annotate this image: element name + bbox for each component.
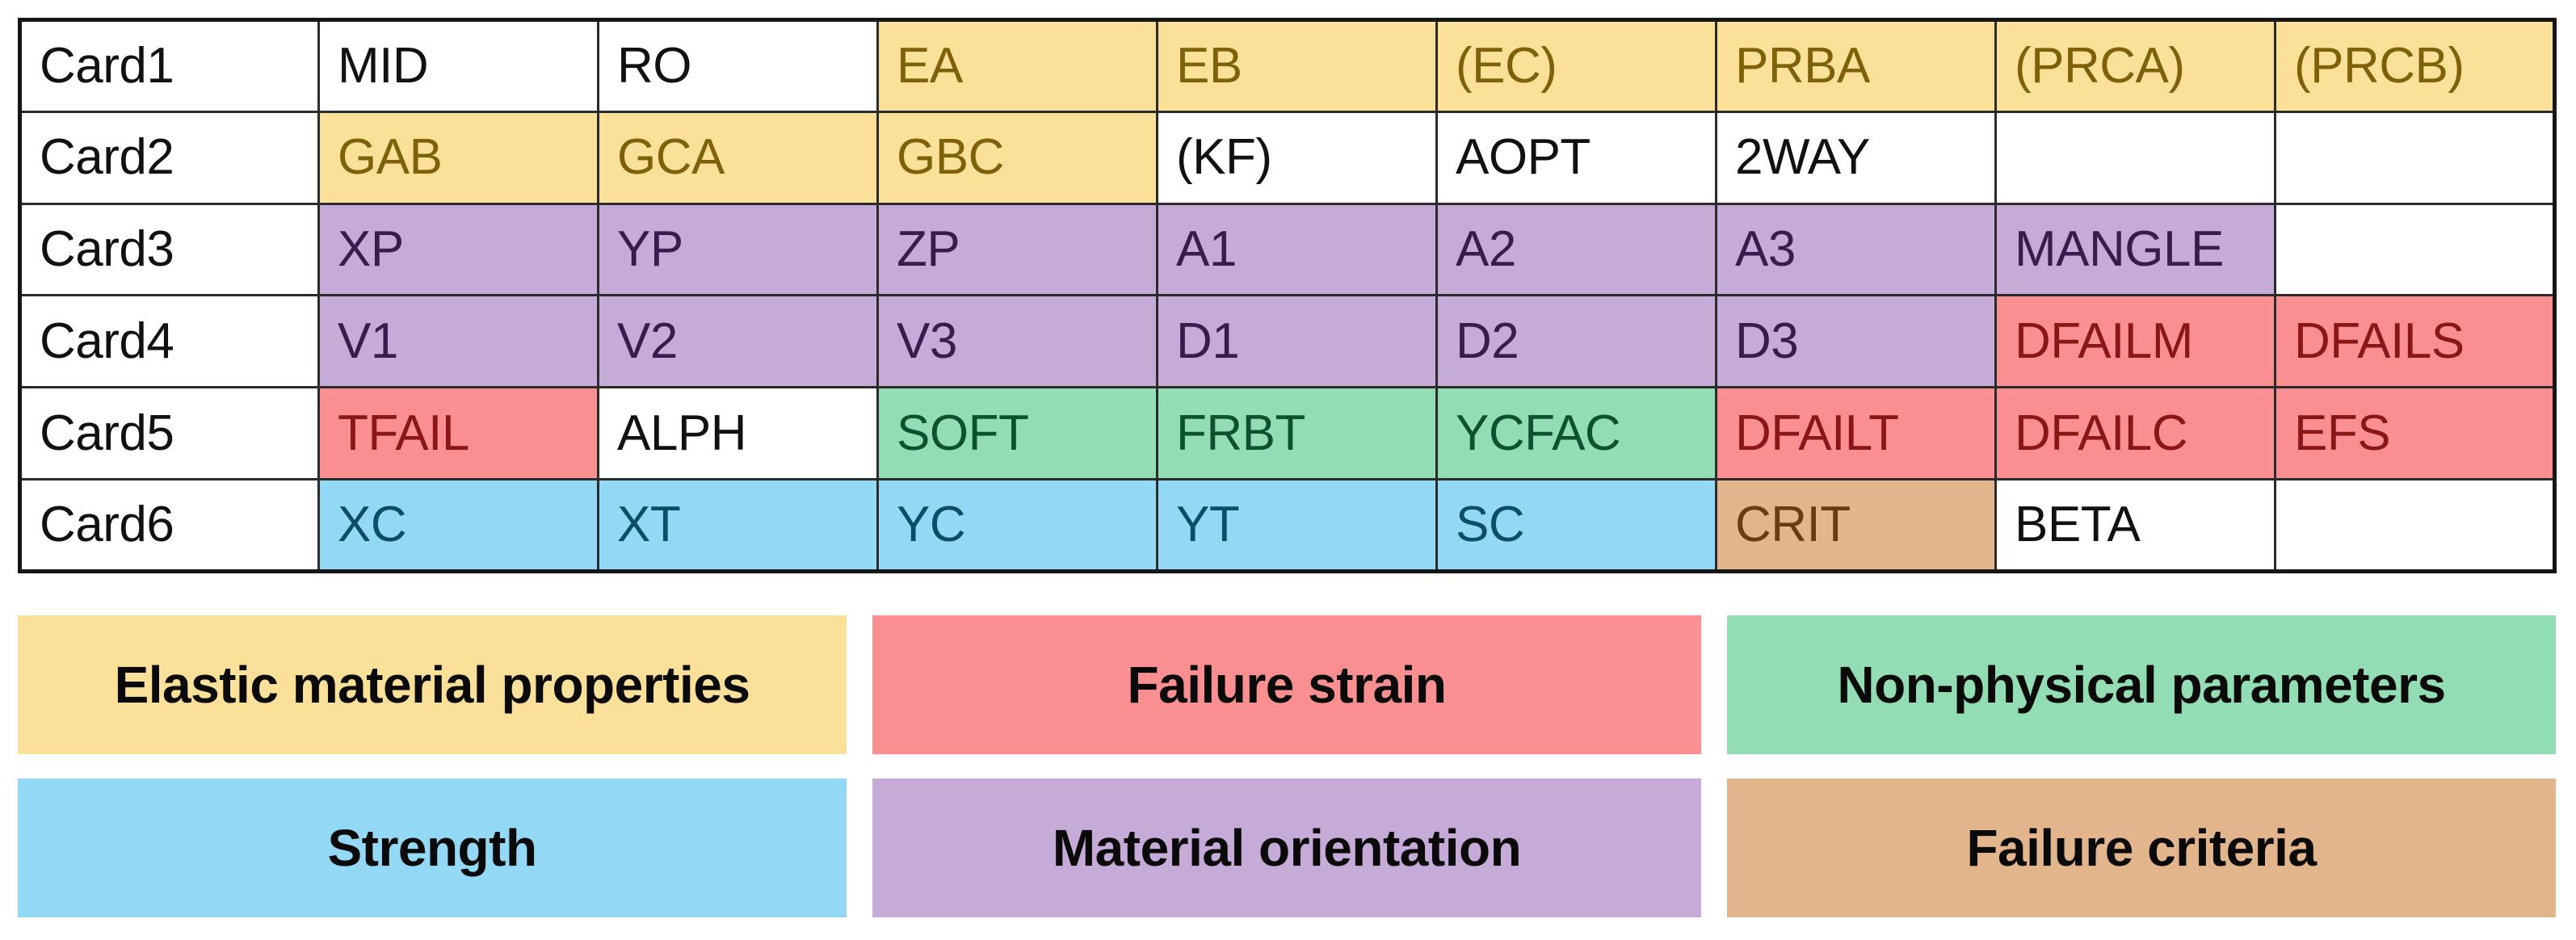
card-row-label: Card6 (19, 478, 320, 573)
legend-item: Material orientation (872, 778, 1701, 917)
param-cell: (PRCB) (2274, 19, 2556, 113)
param-cell: XP (317, 202, 599, 297)
param-cell: XC (317, 478, 599, 573)
param-cell: EB (1156, 19, 1438, 113)
param-cell: YCFAC (1435, 386, 1717, 481)
param-cell: D3 (1715, 294, 1997, 389)
param-cell: DFAILS (2274, 294, 2556, 389)
legend-item-label: Strength (327, 819, 537, 877)
param-cell: MANGLE (1994, 202, 2276, 297)
param-cell: AOPT (1435, 110, 1717, 205)
param-cell: DFAILC (1994, 386, 2276, 481)
color-legend: Elastic material properties Failure strai… (18, 615, 2556, 917)
param-cell: EFS (2274, 386, 2556, 481)
legend-item: Elastic material properties (18, 615, 847, 754)
param-cell-empty (1994, 110, 2276, 205)
legend-item: Failure criteria (1727, 778, 2556, 917)
param-cell: SOFT (876, 386, 1158, 481)
card-row-label: Card2 (19, 110, 320, 205)
param-cell-empty (2274, 202, 2556, 297)
param-cell-empty (2274, 478, 2556, 573)
param-cell: V3 (876, 294, 1158, 389)
legend-item: Non-physical parameters (1727, 615, 2556, 754)
param-cell: GCA (597, 110, 879, 205)
param-cell: GAB (317, 110, 599, 205)
card-row-label: Card5 (19, 386, 320, 481)
param-cell: BETA (1994, 478, 2276, 573)
param-cell: DFAILM (1994, 294, 2276, 389)
legend-item-label: Elastic material properties (114, 656, 750, 714)
card-row-label: Card3 (19, 202, 320, 297)
param-cell: A3 (1715, 202, 1997, 297)
param-cell: D1 (1156, 294, 1438, 389)
param-cell: (EC) (1435, 19, 1717, 113)
param-cell: RO (597, 19, 879, 113)
param-cell: (PRCA) (1994, 19, 2276, 113)
param-cell: SC (1435, 478, 1717, 573)
param-cell: DFAILT (1715, 386, 1997, 481)
card-row-label: Card4 (19, 294, 320, 389)
param-cell: A1 (1156, 202, 1438, 297)
card-row-label: Card1 (19, 19, 320, 113)
param-cell: TFAIL (317, 386, 599, 481)
param-cell: ALPH (597, 386, 879, 481)
legend-item-label: Material orientation (1052, 819, 1522, 877)
param-cell: YT (1156, 478, 1438, 573)
legend-item-label: Failure criteria (1966, 819, 2317, 877)
param-cell: YC (876, 478, 1158, 573)
param-cell: A2 (1435, 202, 1717, 297)
param-cell: (KF) (1156, 110, 1438, 205)
param-cell: PRBA (1715, 19, 1997, 113)
legend-item-label: Non-physical parameters (1837, 656, 2446, 714)
param-cell: FRBT (1156, 386, 1438, 481)
param-cell: MID (317, 19, 599, 113)
param-cell: YP (597, 202, 879, 297)
param-cell: GBC (876, 110, 1158, 205)
param-cell: EA (876, 19, 1158, 113)
param-cell: XT (597, 478, 879, 573)
param-cell: CRIT (1715, 478, 1997, 573)
param-cell: V1 (317, 294, 599, 389)
legend-item: Failure strain (872, 615, 1701, 754)
param-cell: ZP (876, 202, 1158, 297)
legend-item: Strength (18, 778, 847, 917)
legend-item-label: Failure strain (1127, 656, 1447, 714)
param-cell: D2 (1435, 294, 1717, 389)
param-cell-empty (2274, 110, 2556, 205)
param-cell: V2 (597, 294, 879, 389)
param-cell: 2WAY (1715, 110, 1997, 205)
